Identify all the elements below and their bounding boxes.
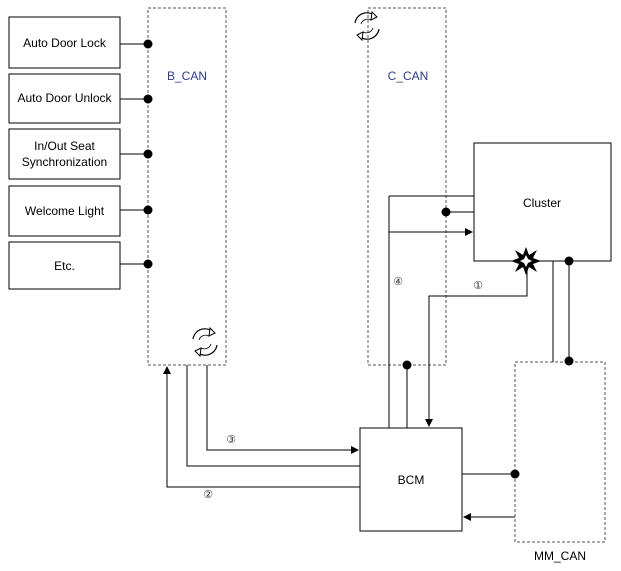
module-welcome-light: Welcome Light: [8, 185, 121, 237]
svg-text:Etc.: Etc.: [54, 259, 75, 273]
module-bcm: BCM: [359, 427, 463, 532]
c-can-bus: [367, 7, 447, 366]
fault-burst-icon: [511, 247, 541, 275]
step-marker-3: ③: [226, 433, 236, 446]
b-can-bus: [147, 7, 227, 366]
module-cluster: Cluster: [473, 142, 612, 262]
svg-text:Synchronization: Synchronization: [22, 155, 107, 169]
module-in-out-seat-sync: In/Out Seat Synchronization: [8, 128, 121, 180]
b-can-label: B_CAN: [167, 69, 207, 83]
mm-can-bus: [514, 361, 606, 543]
svg-text:BCM: BCM: [398, 473, 425, 487]
rotating-arrows-icon: [354, 10, 380, 42]
module-auto-door-unlock: Auto Door Unlock: [8, 73, 121, 124]
rotating-arrows-icon: [192, 326, 218, 358]
mm-can-links: [462, 469, 520, 521]
step-marker-1: ①: [473, 279, 483, 292]
step-marker-4: ④: [393, 275, 403, 288]
b-can-module-links: [120, 39, 153, 269]
svg-text:In/Out Seat: In/Out Seat: [34, 139, 95, 153]
b-can-bcm-links: [163, 365, 360, 488]
module-etc: Etc.: [8, 241, 121, 290]
cluster-links: [388, 195, 574, 428]
step-marker-2: ②: [203, 488, 213, 501]
mm-can-label: MM_CAN: [534, 549, 586, 563]
c-can-label: C_CAN: [388, 69, 429, 83]
svg-text:Auto Door Lock: Auto Door Lock: [23, 36, 107, 50]
module-auto-door-lock: Auto Door Lock: [8, 16, 121, 69]
svg-text:Auto Door Unlock: Auto Door Unlock: [17, 91, 112, 105]
svg-text:Welcome Light: Welcome Light: [25, 204, 105, 218]
svg-text:Cluster: Cluster: [523, 196, 561, 210]
